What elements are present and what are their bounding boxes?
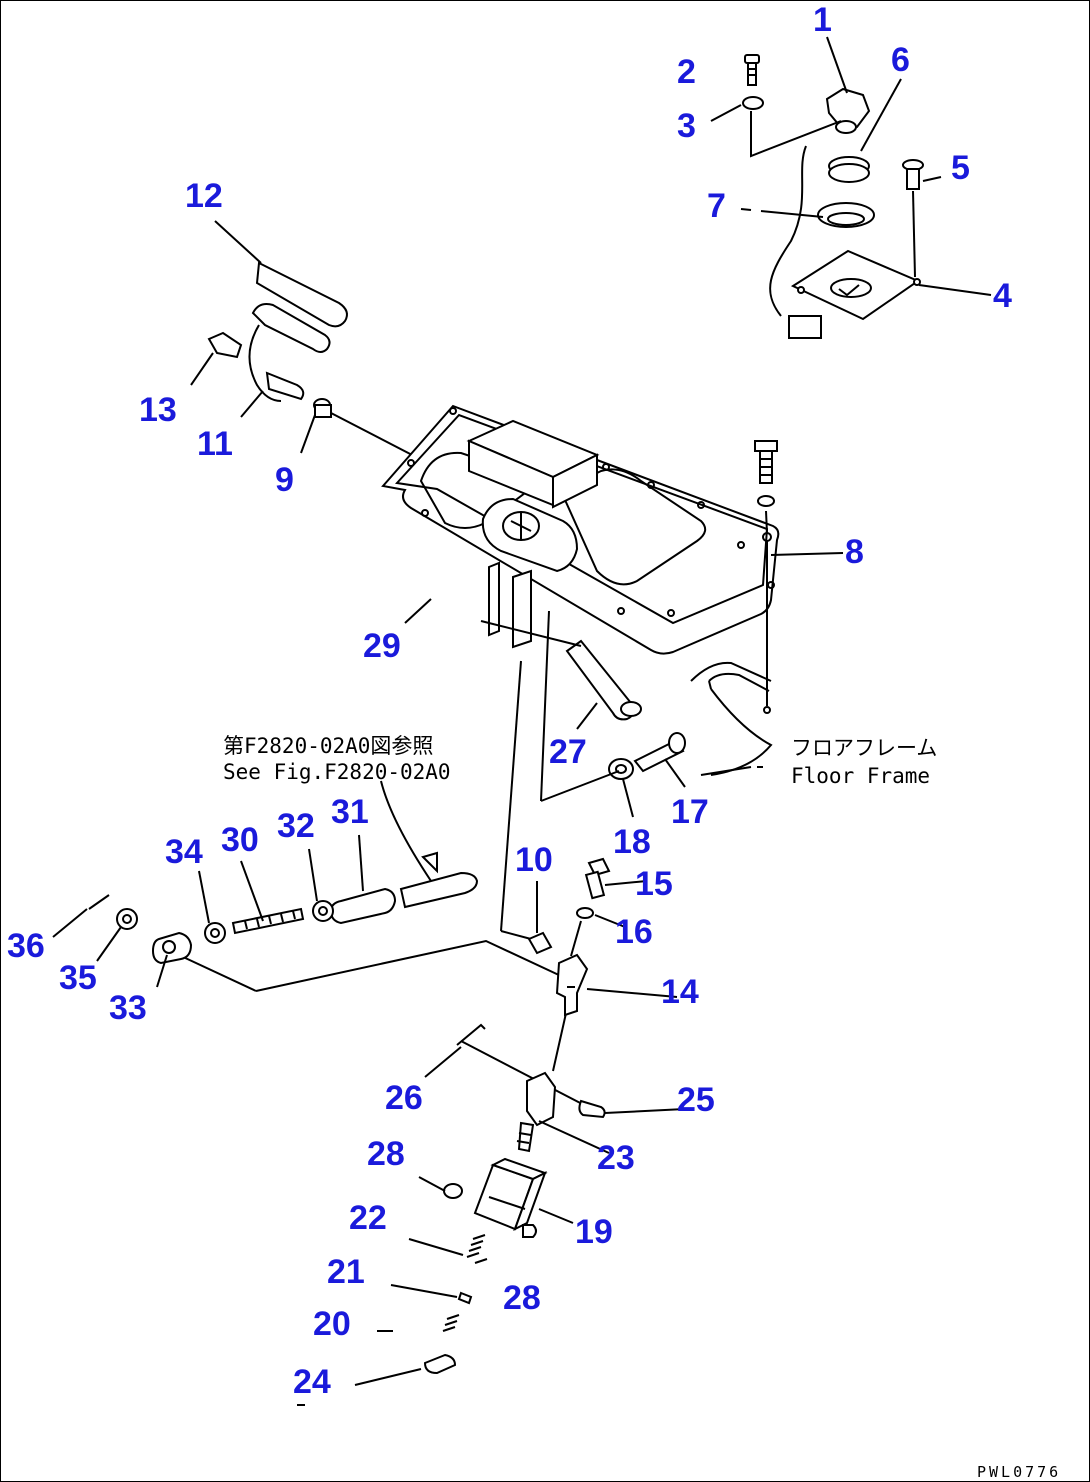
part-label-25: 25 <box>677 1081 715 1119</box>
reference-note-en: See Fig.F2820-02A0 <box>223 760 451 784</box>
part-label-20: 20 <box>313 1305 351 1343</box>
part-label-17: 17 <box>671 793 709 831</box>
part-label-31: 31 <box>331 793 369 831</box>
part-label-29: 29 <box>363 627 401 665</box>
bracket-group <box>527 857 611 1017</box>
part-label-33: 33 <box>109 989 147 1027</box>
notes: 第F2820-02A0図参照 See Fig.F2820-02A0 フロアフレー… <box>223 734 1061 1481</box>
part-label-36: 36 <box>7 927 45 965</box>
part-label-12: 12 <box>185 177 223 215</box>
part-label-19: 19 <box>575 1213 613 1251</box>
part-label-26: 26 <box>385 1079 423 1117</box>
part-label-4: 4 <box>993 277 1012 315</box>
part-label-18: 18 <box>613 823 651 861</box>
part-label-35: 35 <box>59 959 97 997</box>
part-label-7: 7 <box>707 187 726 225</box>
part-label-1: 1 <box>813 1 832 39</box>
part-label-9: 9 <box>275 461 294 499</box>
part-label-2: 2 <box>677 53 696 91</box>
part-label-6: 6 <box>891 41 910 79</box>
lower-detent-group <box>423 1023 606 1375</box>
part-label-10: 10 <box>515 841 553 879</box>
pedal-assembly <box>207 261 502 502</box>
part-label-21: 21 <box>327 1253 365 1291</box>
part-label-8: 8 <box>845 533 864 571</box>
floor-frame-label-en: Floor Frame <box>791 764 930 788</box>
part-label-34: 34 <box>165 833 203 871</box>
drawing-code: PWL0776 <box>977 1463 1061 1481</box>
floor-frame-outline <box>690 661 773 776</box>
leader-lines <box>52 36 992 1406</box>
top-assembly <box>742 54 924 339</box>
part-label-28: 28 <box>367 1135 405 1173</box>
linkage-lines <box>180 660 587 1107</box>
part-label-5: 5 <box>951 149 970 187</box>
part-label-23: 23 <box>597 1139 635 1177</box>
part-label-14: 14 <box>661 973 699 1011</box>
part-label-28-b: 28 <box>503 1279 541 1317</box>
part-label-3: 3 <box>677 107 696 145</box>
part-label-30: 30 <box>221 821 259 859</box>
part-label-15: 15 <box>635 865 673 903</box>
floor-frame-label-jp: フロアフレーム <box>791 736 937 760</box>
part-labels: 1 2 3 4 5 6 7 8 9 10 11 12 13 14 15 16 1… <box>7 1 1012 1401</box>
part-label-16: 16 <box>615 913 653 951</box>
adjust-rod-group <box>88 780 479 965</box>
part-label-24: 24 <box>293 1363 331 1401</box>
part-label-22: 22 <box>349 1199 387 1237</box>
pin-bolt-group <box>480 610 686 802</box>
part-label-13: 13 <box>139 391 177 429</box>
part-label-11: 11 <box>197 425 233 463</box>
floor-plate <box>381 404 780 714</box>
part-label-27: 27 <box>549 733 587 771</box>
part-label-32: 32 <box>277 807 315 845</box>
reference-note-jp: 第F2820-02A0図参照 <box>223 734 433 758</box>
